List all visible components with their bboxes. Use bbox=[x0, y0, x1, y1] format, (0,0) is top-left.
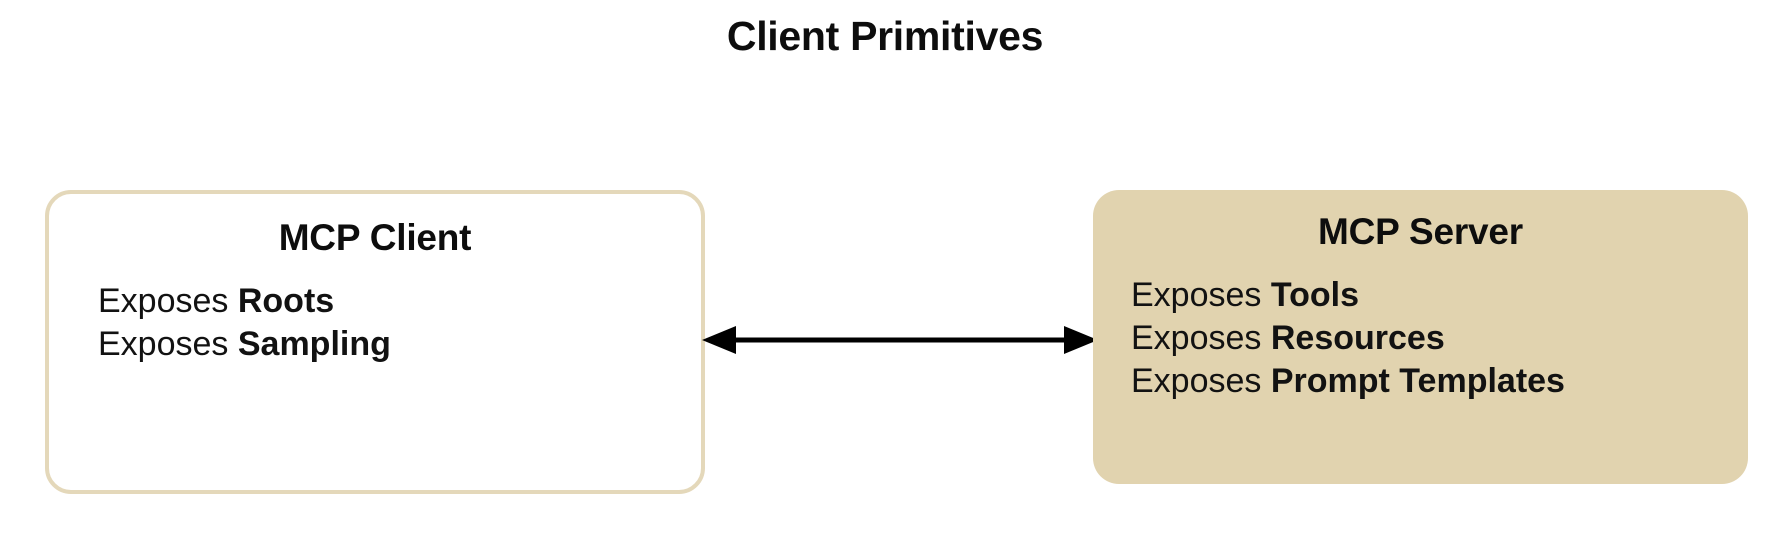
list-item: Exposes Resources bbox=[1131, 317, 1748, 360]
exposes-label: Exposes bbox=[98, 325, 238, 363]
list-item: Exposes Prompt Templates bbox=[1131, 360, 1748, 403]
exposes-label: Exposes bbox=[1131, 362, 1271, 400]
exposes-label: Exposes bbox=[1131, 276, 1271, 314]
page-title: Client Primitives bbox=[726, 13, 1044, 59]
exposes-label: Exposes bbox=[98, 282, 238, 320]
node-title-mcp-server: MCP Server bbox=[1317, 211, 1524, 252]
primitive-name: Prompt Templates bbox=[1270, 362, 1565, 400]
connector-client-server bbox=[700, 318, 1100, 362]
double-arrow-icon bbox=[702, 326, 1098, 354]
node-body-mcp-server: Exposes Tools Exposes Resources Exposes … bbox=[1093, 274, 1748, 403]
node-mcp-server[interactable]: MCP Server Exposes Tools Exposes Resourc… bbox=[1093, 190, 1748, 484]
node-mcp-client[interactable]: MCP Client Exposes Roots Exposes Samplin… bbox=[45, 190, 705, 494]
primitive-name: Resources bbox=[1270, 319, 1445, 357]
list-item: Exposes Tools bbox=[1131, 274, 1748, 317]
node-body-mcp-client: Exposes Roots Exposes Sampling bbox=[49, 280, 701, 366]
list-item: Exposes Sampling bbox=[98, 323, 701, 366]
primitive-name: Roots bbox=[237, 282, 335, 320]
primitive-name: Sampling bbox=[237, 325, 391, 363]
list-item: Exposes Roots bbox=[98, 280, 701, 323]
primitive-name: Tools bbox=[1270, 276, 1359, 314]
node-title-mcp-client: MCP Client bbox=[278, 217, 472, 258]
exposes-label: Exposes bbox=[1131, 319, 1271, 357]
